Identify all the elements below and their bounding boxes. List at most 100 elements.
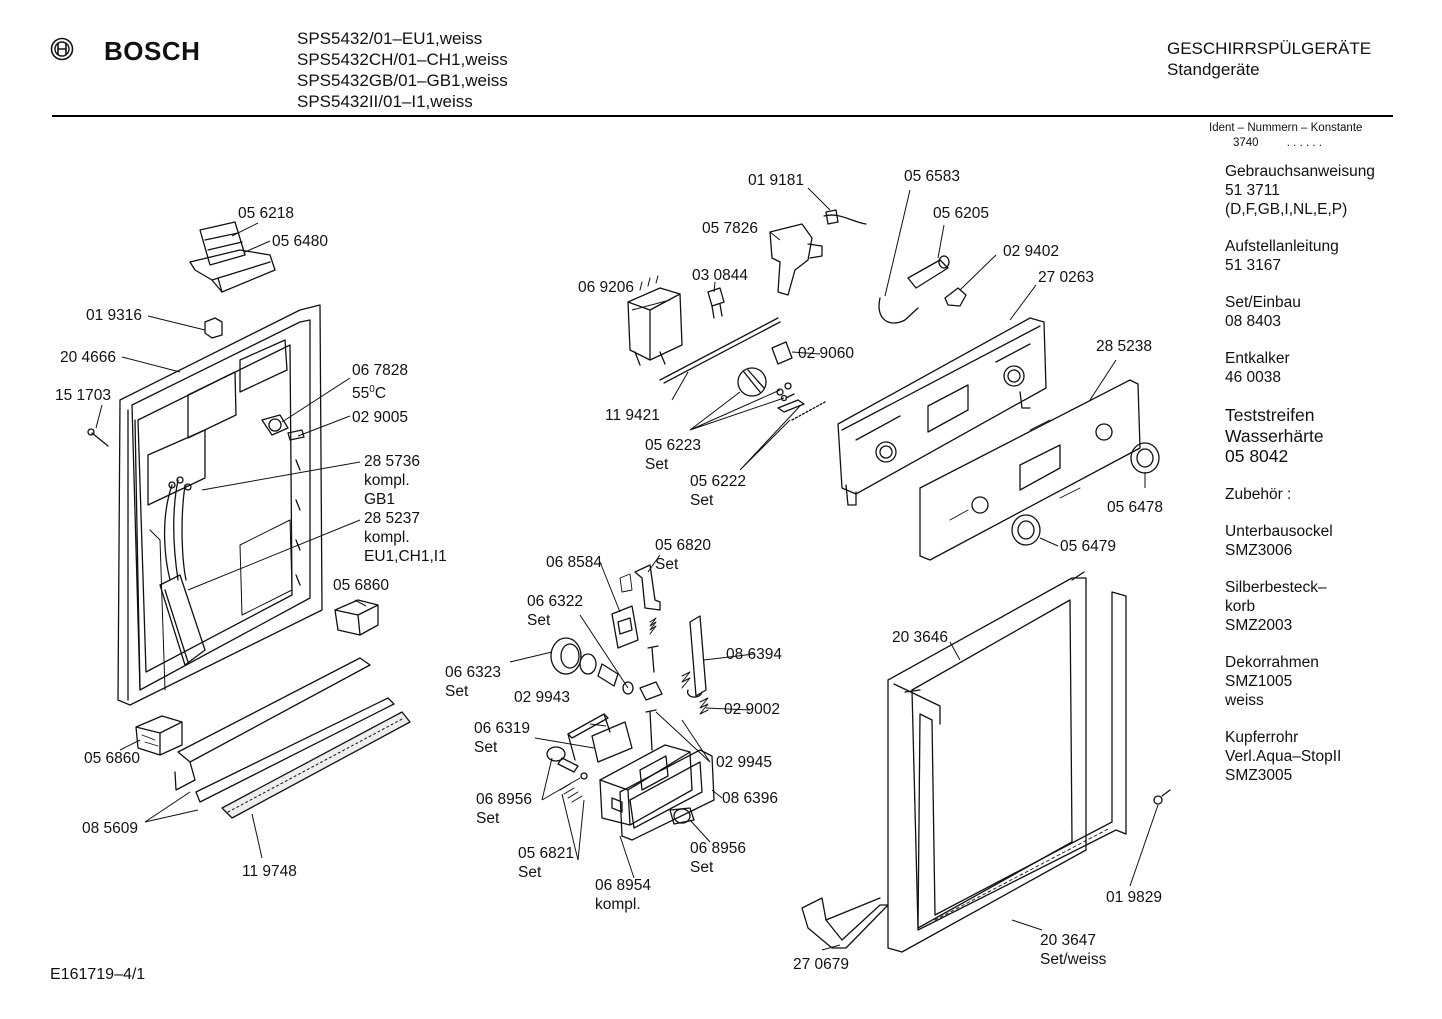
part-label: 05 6821: [518, 845, 575, 862]
sidebar-line: Set/Einbau: [1225, 294, 1301, 311]
part-label: 02 9943: [514, 689, 571, 706]
facia-panel-285238: [919, 379, 1141, 561]
foam-block-lower: [135, 715, 183, 756]
part-label: 02 9005: [352, 409, 409, 426]
header-rule: [52, 115, 1393, 117]
sidebar-line: 08 8403: [1225, 313, 1282, 330]
model-line: SPS5432/01–EU1,weiss: [297, 29, 483, 48]
switch-056205: [878, 255, 950, 324]
sidebar-line: Kupferrohr: [1225, 728, 1299, 746]
part-label: 05 6223: [645, 437, 702, 454]
sidebar-line: Gebrauchsanweisung: [1225, 163, 1375, 180]
temp-degree: 0: [369, 384, 375, 395]
part-label: 20 3647: [1040, 932, 1097, 949]
sidebar-line: SMZ1005: [1225, 672, 1293, 690]
thermostat: [261, 414, 289, 436]
category-subtitle: Standgeräte: [1167, 60, 1260, 79]
part-label: 06 9206: [578, 279, 635, 296]
model-line: SPS5432GB/01–GB1,weiss: [297, 71, 508, 90]
ident-dots: . . . . . .: [1286, 137, 1322, 149]
inner-door-panel: [117, 304, 323, 706]
part-label: 02 9002: [724, 701, 781, 718]
latch-068584: [611, 605, 639, 649]
part-label-temperature: 550C: [352, 380, 386, 403]
spring-b: [681, 671, 691, 689]
spring-a: [649, 617, 657, 635]
sidebar-line: Unterbausockel: [1225, 522, 1333, 540]
door-frame-203646: [887, 571, 1087, 953]
sidebar-line: Entkalker: [1225, 350, 1290, 367]
part-label: 05 6583: [904, 168, 961, 185]
part-label: 05 6479: [1060, 538, 1117, 555]
sidebar-line: SMZ3006: [1225, 541, 1293, 559]
ident-value: 3740: [1233, 137, 1259, 149]
lever-086394: [687, 615, 707, 698]
part-label: 05 6820: [655, 537, 712, 554]
part-label: 06 7828: [352, 362, 409, 379]
part-label: 11 9421: [605, 407, 660, 424]
part-label: 15 1703: [55, 387, 112, 404]
door-frame-203647: [917, 591, 1127, 931]
part-label: 05 7826: [702, 220, 759, 237]
valve-068956: [546, 746, 588, 780]
gasket-029943: [567, 713, 611, 761]
lid-066319: [591, 721, 633, 763]
knob-056479: [1011, 514, 1041, 546]
spring-set-056222: [776, 382, 826, 421]
sidebar-line: Silberbesteck–: [1225, 578, 1327, 596]
screw-dispenser: [647, 645, 659, 673]
seal-frame-086396: [619, 749, 715, 841]
sidebar-item: Gebrauchsanweisung 51 3711 (D,F,GB,I,NL,E,…: [1225, 162, 1425, 219]
part-label: 01 9829: [1106, 889, 1163, 906]
part-label: Set: [690, 859, 714, 876]
temp-unit: C: [374, 385, 387, 403]
bracket-056820: [619, 564, 661, 611]
part-label: 05 6205: [933, 205, 990, 222]
water-duct: [159, 574, 206, 666]
part-label: 02 9945: [716, 754, 773, 771]
category-block: GESCHIRRSPÜLGERÄTE Standgeräte: [1167, 38, 1371, 80]
clip-019316: [204, 317, 223, 339]
temp-value: 55: [352, 385, 370, 403]
base-strip-lower: [221, 711, 411, 819]
sidebar-line: Dekorrahmen: [1225, 653, 1319, 671]
leader-lines: [95, 187, 1159, 951]
part-label: Set: [655, 556, 679, 573]
pin-dispenser: [645, 709, 657, 751]
sidebar-line: Verl.Aqua–StopII: [1225, 747, 1342, 765]
part-label: 06 8954: [595, 877, 652, 894]
part-label: 02 9402: [1003, 243, 1060, 260]
sidebar-line: SMZ2003: [1225, 616, 1293, 634]
foam-block-upper: [334, 599, 379, 636]
clip-029005: [287, 429, 305, 441]
microswitch-057826: [769, 223, 823, 296]
sidebar-line: weiss: [1225, 691, 1264, 709]
part-label: 03 0844: [692, 267, 749, 284]
part-label: 11 9748: [242, 863, 297, 880]
document-code: E161719–4/1: [50, 966, 146, 983]
plug-029060: [771, 341, 793, 365]
sidebar-line: Zubehör :: [1225, 485, 1292, 503]
part-label: 06 8956: [690, 840, 747, 857]
part-label: 08 6394: [726, 646, 783, 663]
part-label: 06 8584: [546, 554, 603, 571]
spring-029002: [699, 697, 709, 715]
cap-066323: [550, 637, 634, 695]
part-label: 06 6319: [474, 720, 531, 737]
ident-block: Ident – Nummern – Konstante 3740 . . . .…: [1209, 121, 1362, 151]
part-label: EU1,CH1,I1: [364, 548, 447, 565]
part-label: Set: [690, 492, 714, 509]
part-label: Set: [518, 864, 542, 881]
part-label: 06 8956: [476, 791, 533, 808]
sidebar-line: (D,F,GB,I,NL,E,P): [1225, 201, 1348, 218]
part-label: 05 6860: [84, 750, 141, 767]
dispenser-housing-068954: [599, 744, 693, 826]
sidebar-line: 46 0038: [1225, 369, 1282, 386]
ident-value-row: 3740 . . . . . .: [1209, 136, 1362, 151]
sidebar-line: 51 3711: [1225, 182, 1280, 199]
sidebar-line: SMZ3005: [1225, 766, 1293, 784]
bosch-logo-icon: [50, 37, 74, 61]
knob-set-056223: [737, 367, 767, 397]
